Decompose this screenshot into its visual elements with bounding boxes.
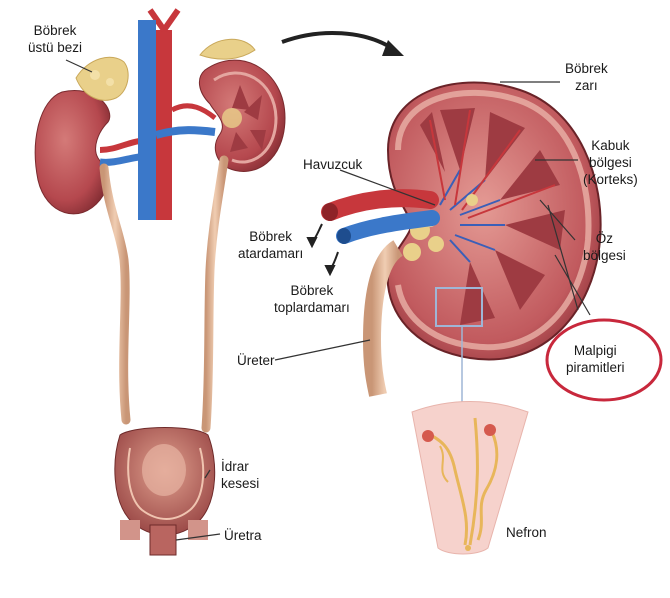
big-ureter	[362, 240, 404, 397]
aorta	[147, 8, 217, 220]
label-malpighi-line2: piramitleri	[566, 360, 625, 375]
label-renal-capsule: Böbrek zarı	[565, 60, 608, 94]
label-bladder-line2: kesesi	[221, 476, 260, 491]
label-malpighi-line1: Malpigi	[573, 343, 617, 358]
left-adrenal-gland	[75, 56, 129, 101]
label-cortex-line3: (Korteks)	[583, 172, 638, 187]
renal-vein	[336, 210, 440, 244]
label-capsule-line2: zarı	[575, 78, 598, 93]
label-medulla-line1: Öz	[595, 231, 614, 246]
label-adrenal-line2: üstü bezi	[28, 40, 83, 55]
artery-vein-arrows	[306, 223, 339, 277]
label-renal-artery: Böbrek atardamarı	[238, 228, 303, 262]
label-vein-line2: toplardamarı	[274, 300, 350, 315]
renal-vessel-branches	[429, 109, 556, 263]
left-kidney	[34, 90, 111, 215]
label-renal-pelvis: Havuzcuk	[303, 157, 363, 172]
leader-lines	[65, 59, 591, 541]
malpighi-highlight-circle	[545, 318, 663, 402]
label-nephron: Nefron	[506, 525, 547, 540]
label-medulla: Öz bölgesi	[583, 230, 626, 264]
label-urethra: Üretra	[224, 528, 262, 543]
label-adrenal-line1: Böbrek	[33, 23, 77, 38]
nephron-zoom	[411, 287, 529, 555]
label-cortex-line2: bölgesi	[588, 155, 632, 170]
label-ureter: Üreter	[237, 353, 275, 368]
label-cortex-line1: Kabuk	[591, 138, 630, 153]
label-capsule-line1: Böbrek	[565, 61, 608, 76]
label-bladder: İdrar kesesi	[221, 458, 259, 492]
left-ureter	[99, 163, 131, 425]
label-malpighi-pyramids: Malpigi piramitleri	[566, 342, 625, 376]
vena-cava	[138, 20, 216, 220]
label-adrenal-gland: Böbrek üstü bezi	[28, 22, 82, 56]
kidney-cross-section	[386, 81, 602, 361]
medulla-pyramids	[420, 108, 565, 325]
right-adrenal-gland	[199, 38, 256, 60]
label-artery-line1: Böbrek	[249, 229, 293, 244]
label-cortex: Kabuk bölgesi (Korteks)	[583, 137, 638, 188]
right-ureter	[201, 155, 229, 433]
label-medulla-line2: bölgesi	[583, 248, 626, 263]
label-renal-vein: Böbrek toplardamarı	[274, 282, 350, 316]
label-artery-line2: atardamarı	[238, 246, 304, 261]
label-bladder-line1: İdrar	[221, 459, 249, 474]
label-vein-line1: Böbrek	[290, 283, 334, 298]
right-kidney-section	[198, 59, 286, 172]
zoom-arrow	[281, 30, 404, 56]
urinary-bladder	[114, 427, 216, 536]
